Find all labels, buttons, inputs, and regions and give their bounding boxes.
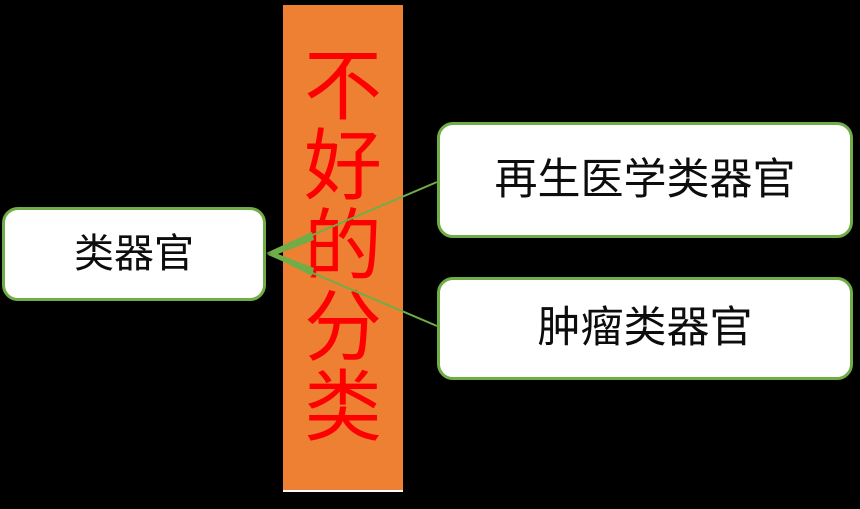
node-regenerative-organoid[interactable]: 再生医学类器官 bbox=[437, 122, 853, 238]
node-tumor-organoid[interactable]: 肿瘤类器官 bbox=[437, 277, 853, 380]
node-organoid-label: 类器官 bbox=[74, 231, 194, 277]
node-tumor-organoid-label: 肿瘤类器官 bbox=[537, 303, 753, 353]
classification-banner-text: 不 好 的 分 类 bbox=[303, 41, 382, 453]
classification-banner: 不 好 的 分 类 bbox=[283, 5, 403, 492]
node-organoid[interactable]: 类器官 bbox=[2, 207, 266, 301]
node-regenerative-organoid-label: 再生医学类器官 bbox=[494, 154, 796, 205]
